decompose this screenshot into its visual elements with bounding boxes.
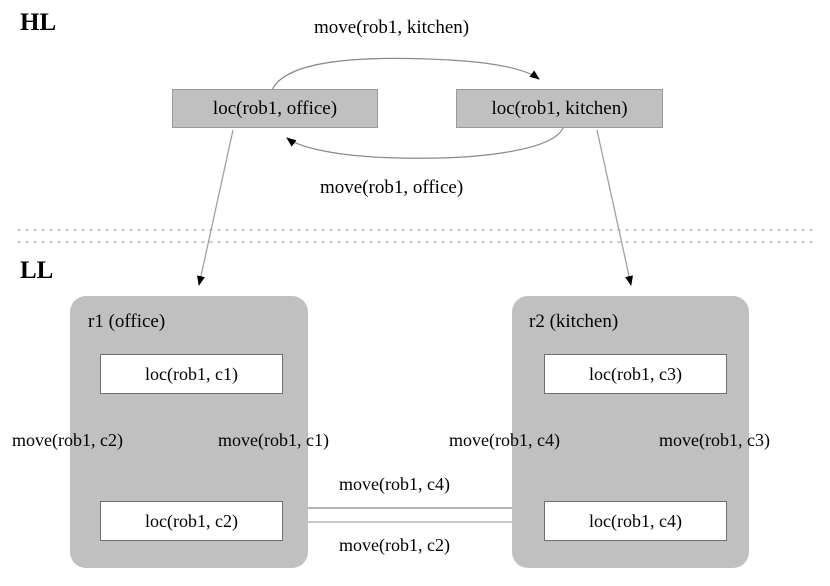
cross-edge-label-to-c4: move(rob1, c4) <box>339 474 450 494</box>
hl-node-kitchen[interactable]: loc(rob1, kitchen) <box>456 89 663 128</box>
ll-node-c2-label: loc(rob1, c2) <box>145 510 238 531</box>
ll-node-c1[interactable]: loc(rob1, c1) <box>100 354 283 394</box>
r2-edge-label-up: move(rob1, c3) <box>659 430 770 450</box>
refinement-edge-office <box>197 129 234 286</box>
hl-edge-move-kitchen <box>271 57 540 91</box>
ll-group-r2-title: r2 (kitchen) <box>529 311 619 332</box>
level-divider <box>17 229 815 243</box>
level-label-ll: LL <box>20 257 54 284</box>
ll-group-r1-title: r1 (office) <box>88 311 166 332</box>
cross-edge-label-to-c2: move(rob1, c2) <box>339 535 450 555</box>
hl-edge-label-move-office: move(rob1, office) <box>320 177 464 198</box>
ll-node-c4-label: loc(rob1, c4) <box>589 510 682 531</box>
r1-edge-label-up: move(rob1, c1) <box>218 430 329 450</box>
hl-node-office-label: loc(rob1, office) <box>212 97 338 119</box>
hl-edge-move-office <box>286 127 564 159</box>
hl-edge-label-move-kitchen: move(rob1, kitchen) <box>314 17 470 38</box>
ll-node-c3-label: loc(rob1, c3) <box>589 363 682 384</box>
level-label-hl: HL <box>20 9 57 36</box>
ll-node-c4[interactable]: loc(rob1, c4) <box>544 501 727 541</box>
r1-edge-label-down: move(rob1, c2) <box>12 430 123 450</box>
ll-node-c2[interactable]: loc(rob1, c2) <box>100 501 283 541</box>
hl-node-office[interactable]: loc(rob1, office) <box>172 89 378 128</box>
refinement-edge-kitchen <box>596 129 633 286</box>
ll-node-c1-label: loc(rob1, c1) <box>145 363 238 384</box>
r2-edge-label-down: move(rob1, c4) <box>449 430 560 450</box>
ll-node-c3[interactable]: loc(rob1, c3) <box>544 354 727 394</box>
hl-node-kitchen-label: loc(rob1, kitchen) <box>491 97 628 119</box>
